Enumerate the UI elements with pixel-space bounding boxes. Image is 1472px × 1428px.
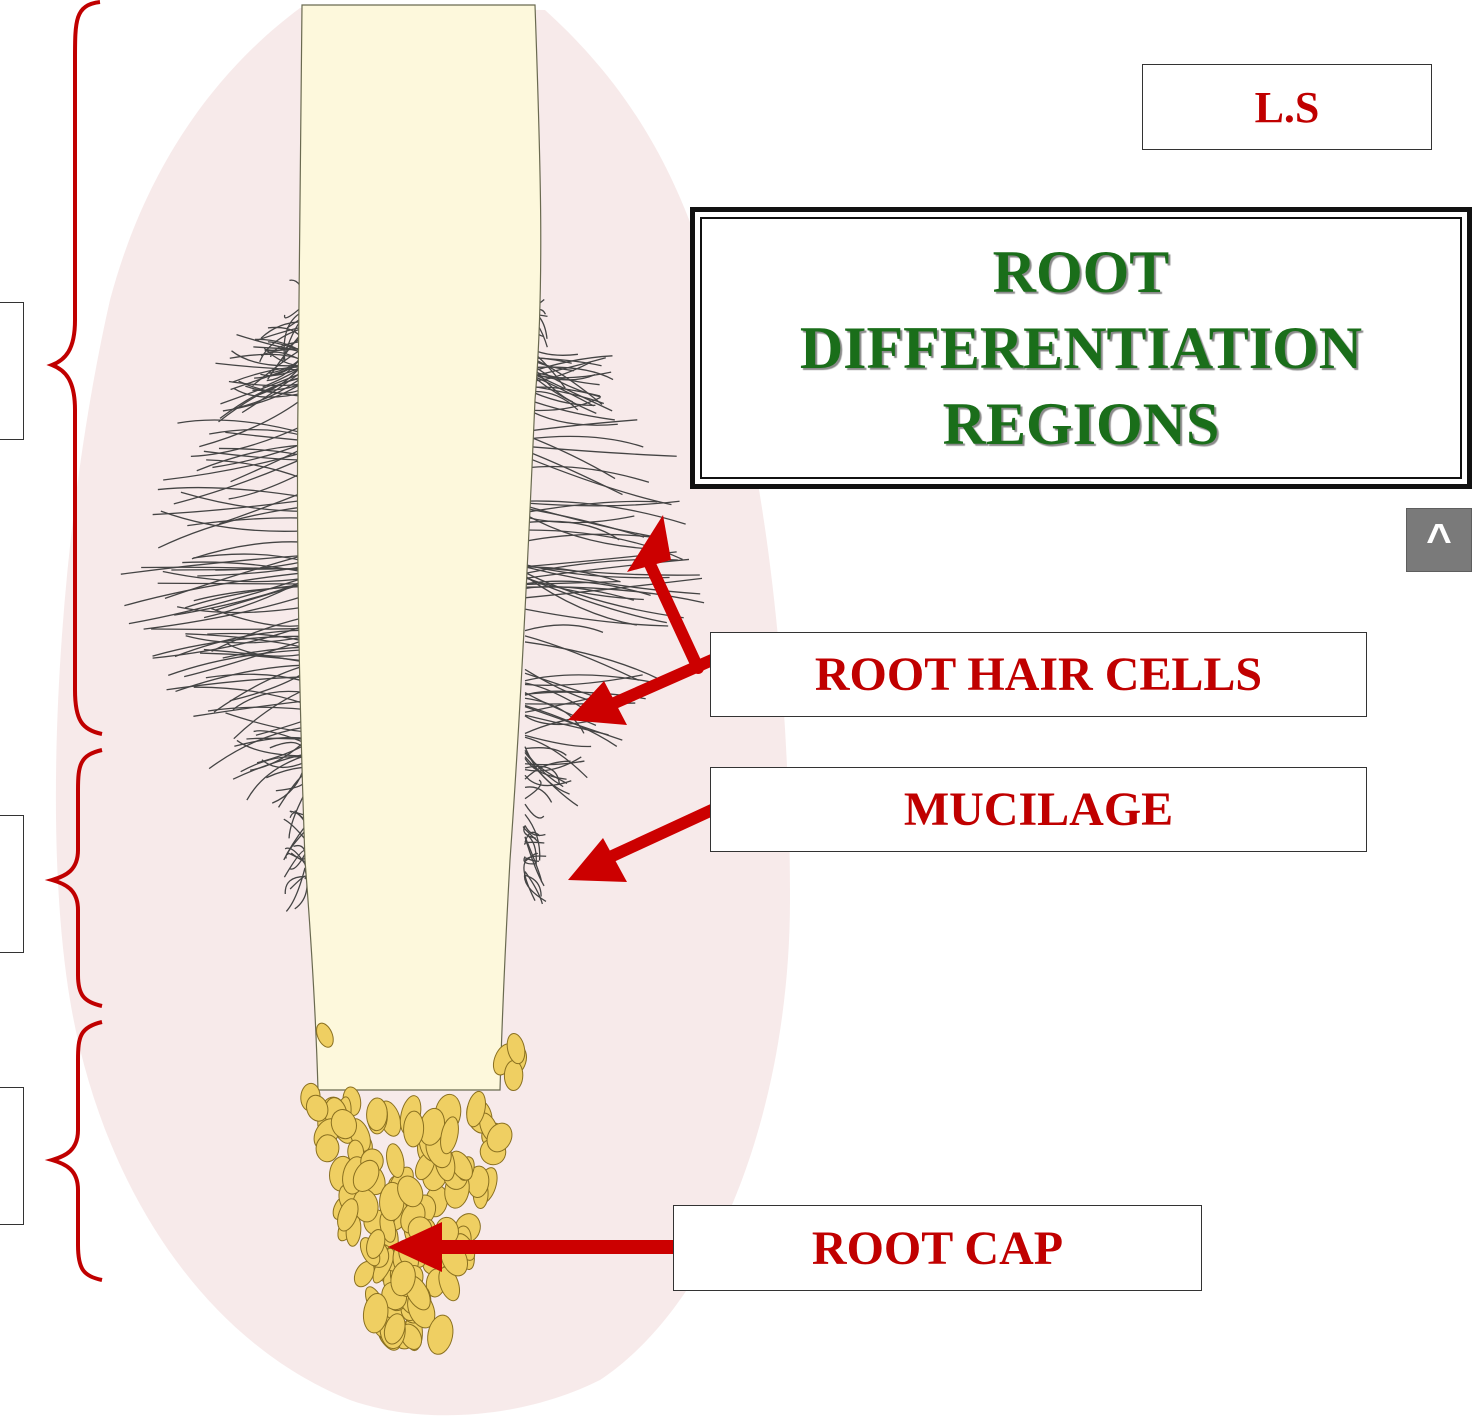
title-box: ROOT DIFFERENTIATION REGIONS xyxy=(690,207,1472,489)
root-hair-cells-text: ROOT HAIR CELLS xyxy=(815,647,1262,702)
section-label-text: L.S xyxy=(1255,82,1320,133)
left-region-box-bottom xyxy=(0,1087,24,1225)
title-line-2: DIFFERENTIATION xyxy=(800,310,1362,386)
scroll-up-button[interactable]: ^ xyxy=(1406,508,1472,572)
caret-up-icon: ^ xyxy=(1426,515,1452,565)
root-hair-cells-label: ROOT HAIR CELLS xyxy=(710,632,1367,717)
root-cap-cell xyxy=(504,1060,523,1090)
root-body xyxy=(297,5,540,1090)
mucilage-label: MUCILAGE xyxy=(710,767,1367,852)
mucilage-text: MUCILAGE xyxy=(904,782,1173,837)
section-label: L.S xyxy=(1142,64,1432,150)
root-cap-label: ROOT CAP xyxy=(673,1205,1202,1291)
title-line-3: REGIONS xyxy=(943,386,1220,462)
title-inner-frame: ROOT DIFFERENTIATION REGIONS xyxy=(700,217,1462,479)
title-line-1: ROOT xyxy=(993,234,1170,310)
root-cap-text: ROOT CAP xyxy=(812,1221,1063,1276)
left-region-box-top xyxy=(0,302,24,440)
root-hair xyxy=(158,583,305,584)
left-region-box-middle xyxy=(0,815,24,953)
